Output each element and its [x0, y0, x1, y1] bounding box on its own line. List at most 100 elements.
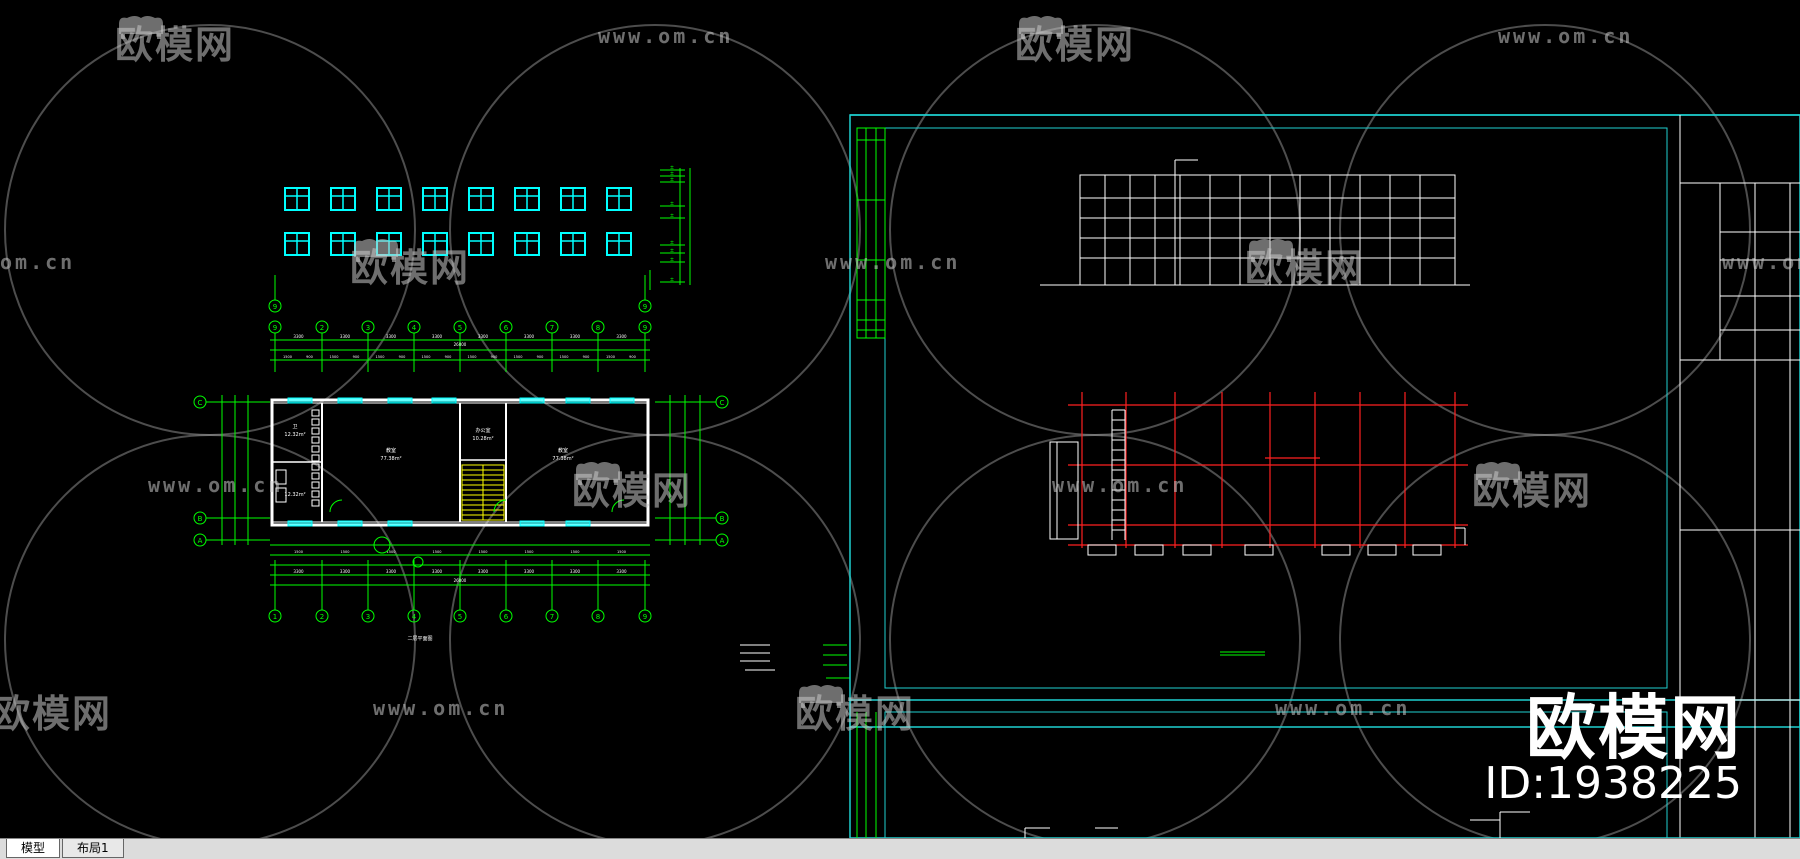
dimension-text: 3300 — [616, 569, 627, 574]
axis-label: 5 — [458, 613, 462, 621]
sheet-border-outer — [849, 699, 1800, 838]
room-area: 12.32m² — [284, 432, 305, 438]
watermark-circle — [449, 434, 861, 838]
dimension-text: 3300 — [293, 334, 304, 339]
toilet-fixture — [311, 409, 320, 417]
dimension-text: 3300 — [616, 334, 627, 339]
watermark-circle — [1339, 24, 1751, 436]
dimension-text: 3300 — [570, 334, 581, 339]
sheet-border-inner — [884, 711, 1668, 838]
dimension-text: 3300 — [293, 569, 304, 574]
axis-label: 4 — [412, 613, 417, 621]
axis-label: 6 — [504, 324, 509, 332]
plan-window — [519, 397, 545, 404]
plan-window — [387, 520, 413, 527]
watermark-circle — [4, 24, 416, 436]
dimension-text: 1500 — [479, 550, 488, 554]
window-plan — [1244, 544, 1274, 556]
dimension-text: 1500 — [376, 355, 385, 359]
dimension-text: 3300 — [340, 334, 351, 339]
plan-window — [287, 397, 313, 404]
level-text: ± — [670, 165, 674, 171]
toilet-fixture — [311, 481, 320, 489]
axis-label: 2 — [320, 613, 324, 621]
room-area: 12.32m² — [284, 492, 305, 498]
watermark-circle — [1339, 434, 1751, 838]
dimension-text: 3300 — [478, 569, 489, 574]
room-area: 77.38m² — [552, 456, 573, 462]
watermark-circle — [889, 24, 1301, 436]
dimension-text: 1500 — [560, 355, 569, 359]
dimension-text: 900 — [399, 355, 406, 359]
dimension-text: 1500 — [525, 550, 534, 554]
dimension-text: 900 — [583, 355, 590, 359]
level-text: ± — [670, 201, 674, 207]
dimension-text: 1500 — [422, 355, 431, 359]
dimension-text: 3300 — [524, 569, 535, 574]
dimension-text: 1500 — [433, 550, 442, 554]
plan-window — [337, 397, 363, 404]
toilet-fixture — [311, 499, 320, 507]
dimension-text: 26000 — [454, 342, 467, 347]
room-area: 77.38m² — [380, 456, 401, 462]
level-text: ± — [670, 248, 674, 254]
dimension-text: 1500 — [606, 355, 615, 359]
axis-label: A — [198, 537, 203, 545]
window-plan — [1087, 544, 1117, 556]
axis-label: 9 — [273, 324, 277, 332]
window-plan — [1412, 544, 1442, 556]
axis-label: 5 — [458, 324, 462, 332]
dimension-text: 1500 — [330, 355, 339, 359]
window-plan — [1134, 544, 1164, 556]
axis-label: 6 — [504, 613, 509, 621]
window-plan — [1321, 544, 1351, 556]
dimension-text: 900 — [629, 355, 636, 359]
dimension-text: 3300 — [340, 569, 351, 574]
layout-tab-bar: 模型 布局1 — [0, 838, 1800, 859]
door-arc — [493, 499, 507, 513]
toilet-fixture — [311, 418, 320, 426]
entrance-circle — [373, 536, 391, 554]
axis-label: 3 — [366, 324, 370, 332]
dimension-text: 1500 — [387, 550, 396, 554]
dimension-text: 3300 — [386, 569, 397, 574]
room-name: 教室 — [386, 447, 396, 454]
dimension-text: 1500 — [617, 550, 626, 554]
level-text: ± — [670, 171, 674, 177]
sheet-border-outer — [849, 114, 1800, 728]
plan-window — [565, 397, 591, 404]
axis-label: 9 — [643, 303, 647, 311]
level-text: ± — [670, 177, 674, 183]
plan-window — [337, 520, 363, 527]
dimension-text: 900 — [445, 355, 452, 359]
plan-window — [387, 397, 413, 404]
level-text: ± — [670, 277, 674, 283]
level-text: ± — [670, 257, 674, 263]
dimension-text: 3300 — [478, 334, 489, 339]
tab-layout1[interactable]: 布局1 — [62, 839, 124, 858]
level-text: ± — [670, 213, 674, 219]
toilet-fixture — [311, 490, 320, 498]
dimension-text: 3300 — [386, 334, 397, 339]
elevation-frame — [1079, 174, 1456, 286]
axis-label: 4 — [412, 324, 417, 332]
axis-label: 9 — [273, 303, 277, 311]
dimension-text: 900 — [353, 355, 360, 359]
toilet-fixture — [311, 463, 320, 471]
dimension-text: 1500 — [341, 550, 350, 554]
plan-outline — [1056, 441, 1079, 540]
plan-title: 二层平面图 — [407, 636, 432, 642]
axis-label: 9 — [643, 613, 647, 621]
toilet-fixture — [275, 469, 287, 485]
window-plan — [1367, 544, 1397, 556]
watermark-circle — [889, 434, 1301, 838]
plan-window — [287, 520, 313, 527]
dimension-text: 1500 — [283, 355, 292, 359]
toilet-fixture — [275, 487, 287, 503]
axis-label: C — [198, 399, 203, 407]
axis-label: 8 — [596, 613, 600, 621]
axis-label: 1 — [273, 613, 277, 621]
tab-model[interactable]: 模型 — [6, 839, 61, 858]
